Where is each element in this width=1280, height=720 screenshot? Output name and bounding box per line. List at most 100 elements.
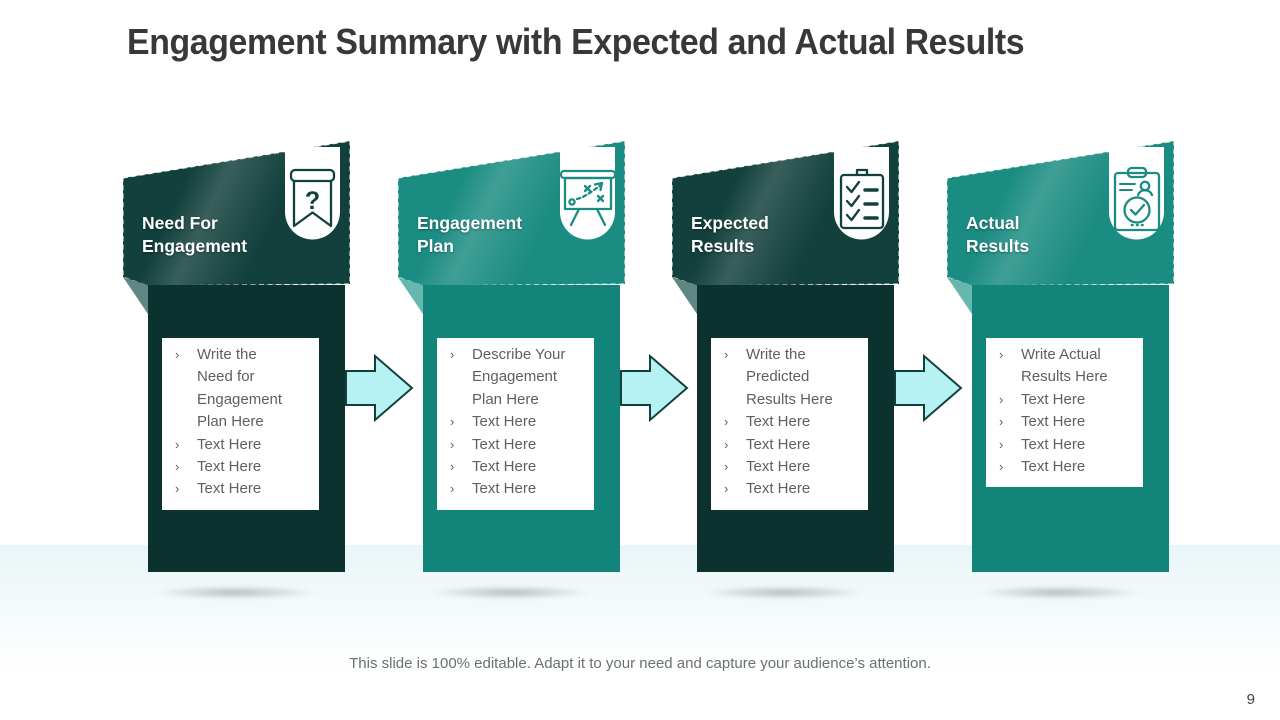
slide-title[interactable]: Engagement Summary with Expected and Act… [127, 21, 1025, 62]
list-item: › Write the Predicted Results Here [719, 344, 868, 411]
list-item: › Text Here [719, 478, 868, 500]
column-textbox[interactable]: › Write the Predicted Results Here › Text H… [711, 338, 868, 510]
bullet-list: › Write the Predicted Results Here › Text H… [719, 344, 868, 501]
presentation-chart-icon [559, 169, 617, 227]
bullet-marker: › [175, 436, 180, 452]
process-column-2: Engagement Plan › Describe Your Engagemen… [397, 140, 627, 610]
list-item: › Describe Your Engagement Plan Here [445, 344, 594, 411]
list-item: › Text Here [445, 434, 594, 456]
list-item: › Text Here [719, 456, 868, 478]
bullet-marker: › [999, 436, 1004, 452]
bullet-text: Text Here [197, 458, 262, 476]
bullet-text: Text Here [472, 480, 537, 498]
column-shadow [427, 586, 593, 599]
footer-note: This slide is 100% editable. Adapt it to… [349, 655, 931, 672]
icon-badge [1109, 147, 1164, 240]
column-title[interactable]: Need For Engagement [142, 213, 248, 256]
list-item: ›Write Actual Results Here [994, 344, 1143, 389]
bullet-text: Text Here [1021, 458, 1086, 476]
list-item: › Text Here [994, 456, 1143, 478]
arrow-shape [894, 353, 963, 423]
column-shadow [152, 586, 318, 599]
bullet-list: › Write the Need for Engagement Plan Here… [170, 344, 319, 501]
bullet-marker: › [724, 436, 729, 452]
bullet-marker: › [450, 459, 455, 475]
column-body: › Describe Your Engagement Plan Here › Text… [423, 285, 620, 572]
bullet-text: Text Here [746, 413, 811, 431]
list-item: › Text Here [994, 411, 1143, 433]
banner-fold [123, 277, 150, 317]
bullet-list: ›Write Actual Results Here›Text Here›Tex… [994, 344, 1143, 478]
bullet-text: Text Here [1021, 435, 1086, 453]
column-textbox[interactable]: › Describe Your Engagement Plan Here › Text… [437, 338, 594, 510]
bullet-text: Text Here [746, 435, 811, 453]
bullet-marker: › [724, 481, 729, 497]
page-number: 9 [1246, 691, 1255, 708]
bullet-marker: › [450, 481, 455, 497]
bullet-text: Text Here [1021, 413, 1086, 431]
bookmark-question-icon: ? [289, 168, 336, 228]
arrow-shape [345, 353, 414, 423]
bullet-text: Text Here [197, 435, 262, 453]
bullet-marker: › [450, 347, 455, 362]
bullet-marker: › [999, 391, 1004, 407]
checklist-icon [839, 168, 885, 230]
flow-arrow-right [345, 353, 414, 423]
column-textbox[interactable]: › Write the Need for Engagement Plan Here… [162, 338, 319, 510]
column-title[interactable]: Engagement Plan [417, 213, 523, 256]
svg-text:?: ? [305, 187, 320, 215]
bullet-marker: › [450, 436, 455, 452]
column-shadow [976, 586, 1142, 599]
column-title[interactable]: Expected Results [691, 213, 769, 256]
bullet-text: Text Here [1021, 390, 1086, 408]
column-title[interactable]: Actual Results [966, 213, 1030, 256]
bullet-marker: › [175, 347, 180, 362]
process-column-1: ? Need For Engagement › Write the Need fo… [122, 140, 352, 610]
flow-arrow-right [620, 353, 689, 423]
report-check-icon [1113, 166, 1161, 232]
column-banner [671, 140, 900, 317]
list-item: › Text Here [719, 411, 868, 433]
list-item: › Text Here [445, 478, 594, 500]
bullet-marker: › [999, 347, 1004, 362]
column-banner [397, 140, 626, 317]
list-item: › Text Here [445, 411, 594, 433]
list-item: › Text Here [994, 434, 1143, 456]
banner-fold [947, 277, 974, 317]
bullet-marker: › [724, 414, 729, 430]
bullet-text: Write the Predicted Results Here [746, 346, 833, 408]
column-body: ›Write Actual Results Here›Text Here›Tex… [972, 285, 1169, 572]
list-item: › Text Here [719, 434, 868, 456]
list-item: ›Text Here [170, 478, 319, 500]
list-item: › Text Here [445, 456, 594, 478]
bullet-text: Text Here [472, 458, 537, 476]
column-banner [946, 140, 1175, 317]
list-item: › Write the Need for Engagement Plan Here [170, 344, 319, 434]
process-column-4: Actual Results ›Write Actual Results Her… [946, 140, 1176, 610]
bullet-text: Describe Your Engagement Plan Here [472, 346, 566, 408]
bullet-text: Text Here [746, 480, 811, 498]
banner-fold [672, 277, 699, 317]
list-item: › Text Here [170, 434, 319, 456]
process-column-3: Expected Results › Write the Predicted Re… [671, 140, 901, 610]
bullet-text: Write the Need for Engagement Plan Here [197, 346, 283, 431]
column-banner: ? [122, 140, 351, 317]
bullet-text: Text Here [746, 458, 811, 476]
bullet-marker: › [999, 459, 1004, 475]
flow-arrow-right [894, 353, 963, 423]
column-shadow [701, 586, 867, 599]
bullet-text: Text Here [197, 480, 262, 498]
list-item: ›Text Here [170, 456, 319, 478]
bullet-list: › Describe Your Engagement Plan Here › Text… [445, 344, 594, 501]
bullet-marker: › [450, 414, 455, 430]
column-body: › Write the Predicted Results Here › Text H… [697, 285, 894, 572]
bullet-marker: › [724, 459, 729, 475]
column-textbox[interactable]: ›Write Actual Results Here›Text Here›Tex… [986, 338, 1143, 488]
bullet-marker: › [724, 347, 729, 362]
arrow-shape [620, 353, 689, 423]
bullet-marker: › [999, 414, 1004, 430]
bullet-text: Text Here [472, 435, 537, 453]
column-body: › Write the Need for Engagement Plan Here… [148, 285, 345, 572]
bullet-text: Text Here [472, 413, 537, 431]
